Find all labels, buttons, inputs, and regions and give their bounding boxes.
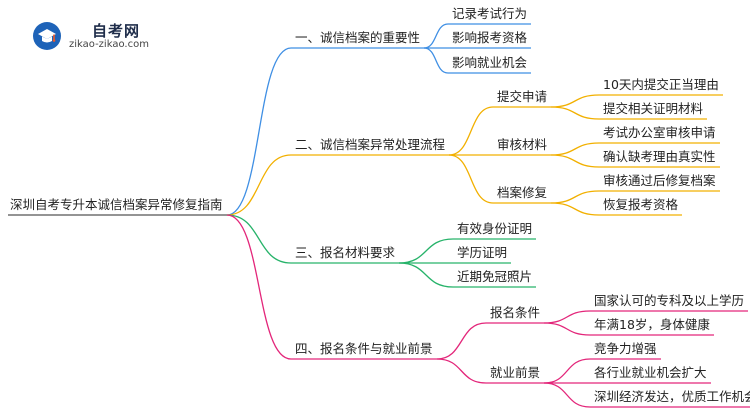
leaf-photo[interactable]: 近期免冠照片: [457, 269, 533, 284]
link-n-b0-n-b0-2: [423, 47, 449, 74]
link-n-b3-n-b3-0: [436, 322, 487, 360]
link-n-b1-2-n-b1-2-1: [550, 202, 600, 216]
link-n-b1-n-b1-2: [448, 154, 494, 204]
link-n-b1-1-n-b1-1-0: [550, 142, 600, 156]
branch-importance[interactable]: 一、诚信档案的重要性: [295, 30, 421, 45]
sub-conditions[interactable]: 报名条件: [490, 305, 541, 320]
link-n-b3-n-b3-1: [436, 358, 487, 384]
link-n-b1-n-b1-0: [448, 106, 494, 156]
leaf-confirm-reason[interactable]: 确认缺考理由真实性: [603, 149, 716, 164]
branch-handling-process[interactable]: 二、诚信档案异常处理流程: [295, 137, 446, 152]
leaf-education-proof[interactable]: 学历证明: [457, 245, 508, 260]
link-n-b0-n-b0-0: [423, 23, 449, 49]
leaf-restore-eligibility[interactable]: 恢复报考资格: [603, 197, 679, 212]
link-n-b2-n-b2-0: [398, 238, 454, 264]
leaf-repair-after-approval[interactable]: 审核通过后修复档案: [603, 173, 716, 188]
leaf-affect-eligibility[interactable]: 影响报考资格: [452, 30, 528, 45]
site-logo[interactable]: 自考网 zikao-zikao.com: [30, 18, 150, 54]
link-n-b1-0-n-b1-0-1: [550, 106, 600, 120]
logo-url: zikao-zikao.com: [69, 39, 149, 50]
leaf-degree-requirement[interactable]: 国家认可的专科及以上学历: [594, 293, 745, 308]
link-n-b1-1-n-b1-1-1: [550, 154, 600, 168]
link-n-b3-0-n-b3-0-1: [543, 322, 591, 336]
branch-materials[interactable]: 三、报名材料要求: [295, 245, 396, 260]
link-n-b3-0-n-b3-0-0: [543, 310, 591, 324]
leaf-submit-reason[interactable]: 10天内提交正当理由: [603, 77, 719, 92]
link-n-b3-1-n-b3-1-2: [543, 382, 591, 408]
leaf-competitiveness[interactable]: 竞争力增强: [594, 341, 657, 356]
link-n-b1-2-n-b1-2-0: [550, 190, 600, 204]
link-root-n-b0: [226, 47, 292, 216]
link-n-b2-n-b2-2: [398, 262, 454, 288]
leaf-record-exam-behavior[interactable]: 记录考试行为: [452, 6, 528, 21]
leaf-affect-employment[interactable]: 影响就业机会: [452, 55, 528, 70]
link-root-n-b1: [226, 154, 292, 216]
leaf-job-opportunities[interactable]: 各行业就业机会扩大: [594, 365, 707, 380]
branch-conditions-prospects[interactable]: 四、报名条件与就业前景: [295, 341, 433, 356]
leaf-office-review[interactable]: 考试办公室审核申请: [603, 125, 716, 140]
link-root-n-b2: [226, 214, 292, 264]
graduation-cap-icon: [33, 22, 61, 50]
link-n-b3-1-n-b3-1-0: [543, 358, 591, 384]
sub-prospects[interactable]: 就业前景: [490, 365, 541, 380]
logo-title: 自考网: [92, 22, 141, 40]
leaf-submit-proof[interactable]: 提交相关证明材料: [603, 101, 704, 116]
leaf-age-health[interactable]: 年满18岁，身体健康: [594, 317, 710, 332]
link-n-b1-0-n-b1-0-0: [550, 94, 600, 108]
root-node[interactable]: 深圳自考专升本诚信档案异常修复指南: [10, 197, 223, 212]
leaf-id-proof[interactable]: 有效身份证明: [457, 221, 533, 236]
sub-review-materials[interactable]: 审核材料: [497, 137, 548, 152]
link-root-n-b3: [226, 214, 292, 360]
leaf-shenzhen-economy[interactable]: 深圳经济发达，优质工作机会: [594, 389, 750, 404]
sub-submit-application[interactable]: 提交申请: [497, 89, 548, 104]
sub-record-repair[interactable]: 档案修复: [497, 185, 548, 200]
